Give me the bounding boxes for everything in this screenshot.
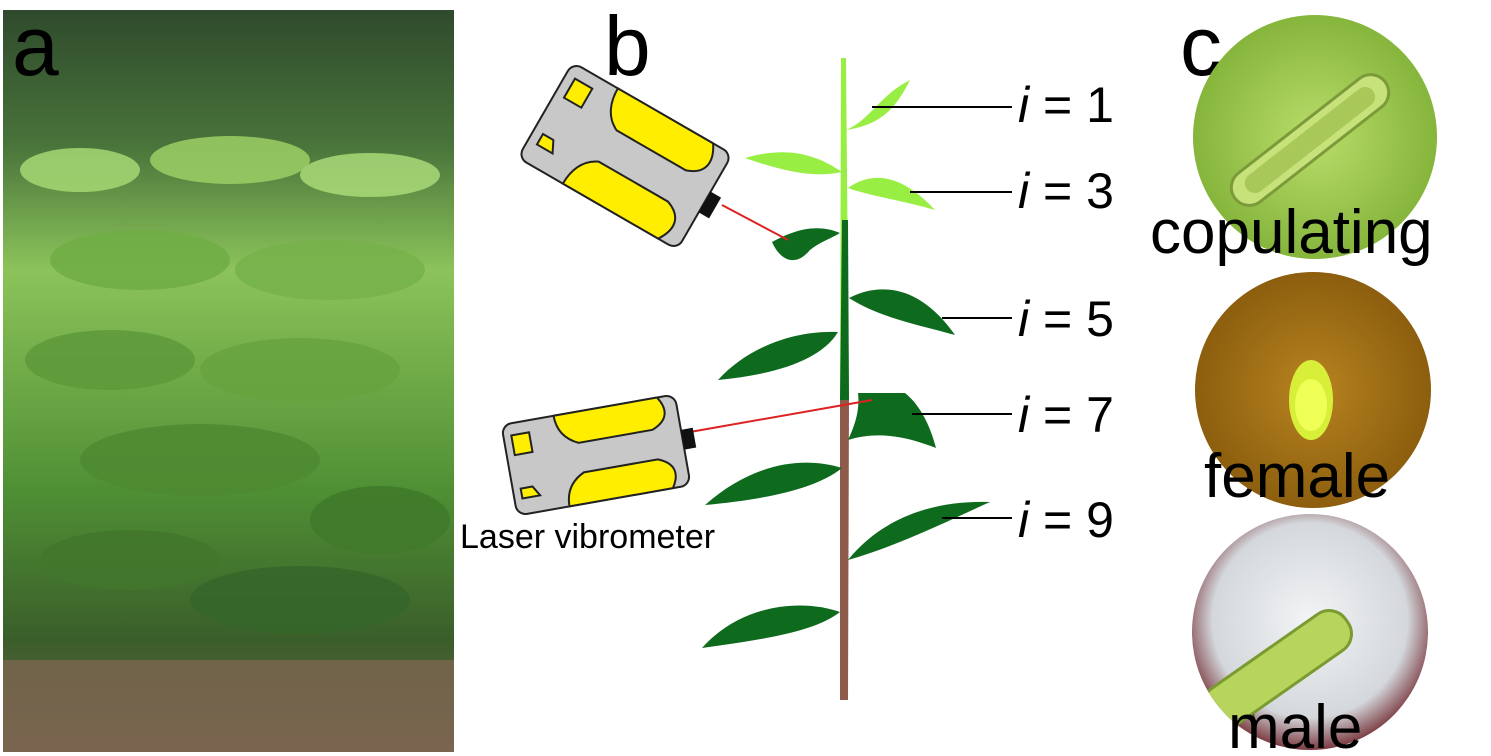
laser-beam-upper xyxy=(721,204,789,241)
laser-vibrometer-label: Laser vibrometer xyxy=(460,518,715,556)
copulating-label: copulating xyxy=(1150,198,1433,267)
leaf-label-3: i = 3 xyxy=(1018,163,1114,219)
leaf-6 xyxy=(718,331,838,380)
female-label: female xyxy=(1204,442,1390,511)
copulating-photo xyxy=(1193,15,1437,259)
leaf-label-5: i = 5 xyxy=(1018,291,1114,347)
laser-beam-lower xyxy=(689,399,873,433)
male-label: male xyxy=(1228,693,1362,756)
leaf-10 xyxy=(702,605,840,648)
stem-mid xyxy=(840,220,849,400)
leaf-3 xyxy=(848,177,935,210)
stem-old xyxy=(840,400,849,700)
tea-bush-foliage xyxy=(20,136,450,634)
leaf-4 xyxy=(772,228,840,261)
panel-b: b i = 1 i = 3 i = 5 i = 7 i = 9 xyxy=(460,0,1114,700)
leaf-7 xyxy=(848,393,936,448)
laser-vibrometer-lower xyxy=(501,395,697,515)
laser-vibrometer-upper xyxy=(520,65,730,247)
leaf-label-7: i = 7 xyxy=(1018,387,1114,443)
leaf-label-9: i = 9 xyxy=(1018,492,1114,548)
leaf-2 xyxy=(745,152,842,175)
panel-c: c copulating female xyxy=(1150,0,1437,756)
leaf-5 xyxy=(849,289,955,335)
female-photo xyxy=(1195,272,1431,508)
leaf-8 xyxy=(705,462,842,505)
male-photo xyxy=(1192,514,1428,750)
leaf-9 xyxy=(848,501,990,560)
panel-letter-b: b xyxy=(604,0,651,93)
leaf-label-1: i = 1 xyxy=(1018,77,1114,133)
panel-letter-a: a xyxy=(12,0,59,93)
soil xyxy=(3,660,454,752)
panel-a: a xyxy=(3,0,454,752)
leaf-1 xyxy=(846,80,910,130)
